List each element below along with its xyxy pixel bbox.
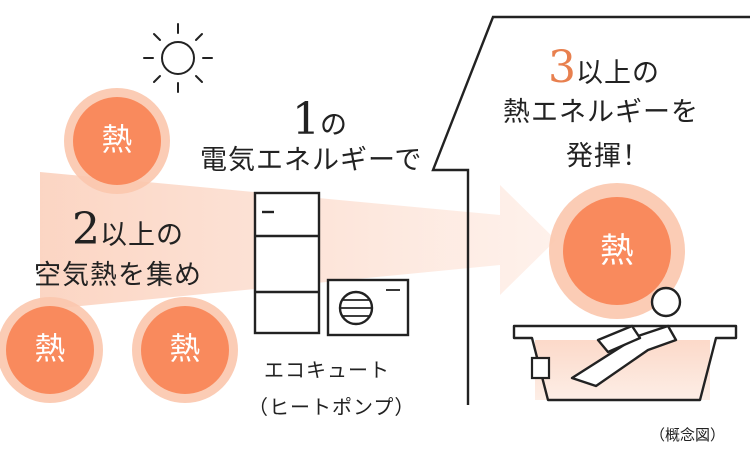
- center-heading-line2: 電気エネルギーで: [200, 145, 423, 176]
- left-line1-text: 以上の: [100, 220, 184, 251]
- eco-cute-tank-icon: [253, 191, 321, 335]
- heat-circle-bottom-middle: [132, 297, 238, 403]
- heat-circle-right: [549, 183, 685, 319]
- right-heading-line2: 熱エネルギーを: [503, 97, 699, 128]
- bather-icon: [570, 286, 682, 388]
- sun-icon: [143, 23, 213, 93]
- right-line1-text: 以上の: [576, 58, 660, 89]
- product-subtitle: （ヒートポンプ）: [248, 395, 416, 419]
- center-heading-line1: 1の: [292, 98, 348, 142]
- heat-label-bottom-left: 熱: [34, 331, 66, 368]
- center-number: 1: [292, 94, 320, 145]
- right-number: 3: [548, 42, 576, 93]
- heat-pump-unit-icon: [326, 278, 410, 337]
- right-heading-line3: 発揮！: [566, 141, 650, 172]
- heat-circle-top-left: [64, 88, 170, 194]
- heat-circle-bottom-left: [0, 297, 103, 403]
- product-name: エコキュート: [264, 358, 390, 382]
- heat-label-top-left: 熱: [101, 122, 133, 159]
- left-heading-line1: 2以上の: [72, 208, 184, 252]
- heat-label-right: 熱: [600, 231, 634, 271]
- concept-note: （概念図）: [650, 426, 726, 444]
- left-number: 2: [72, 204, 100, 255]
- right-heading-line1: 3以上の: [548, 46, 660, 90]
- center-number-suffix: の: [320, 110, 348, 141]
- house-outline: [431, 15, 750, 405]
- heat-label-bottom-middle: 熱: [169, 331, 201, 368]
- left-heading-line2: 空気熱を集め: [34, 260, 202, 291]
